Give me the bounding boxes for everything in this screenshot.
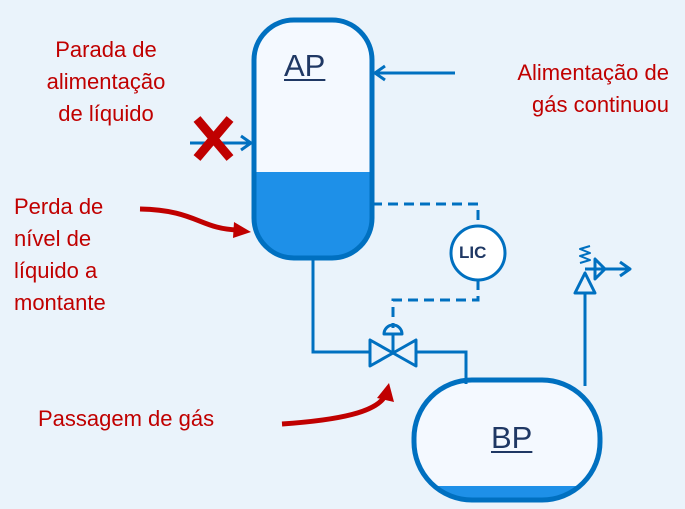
control-valve-icon: [368, 323, 418, 368]
liquid-feed-stop-label: Parada de alimentação de líquido: [46, 37, 166, 126]
gas-feed-arrow-icon: [372, 64, 455, 82]
liquid-outlet-pipe: [311, 258, 468, 384]
gas-blowby-arrow-icon: [281, 383, 394, 427]
gas-blowby-label: Passagem de gás: [38, 406, 215, 431]
signal-lines: [372, 202, 480, 328]
lic-controller: [449, 224, 507, 282]
ap-liquid-level: [254, 172, 372, 258]
lic-label: LIC: [459, 243, 487, 262]
ap-vessel: [251, 17, 375, 261]
level-loss-label: Perda de nível de líquido a montante: [14, 194, 106, 315]
stop-cross-icon: [193, 116, 234, 161]
bp-vessel-label: BP: [491, 420, 533, 455]
level-loss-arrow-icon: [139, 206, 251, 238]
bp-vessel: [411, 377, 603, 503]
ap-vessel-label: AP: [284, 48, 326, 83]
relief-valve-icon: [573, 245, 632, 295]
gas-feed-label: Alimentação de gás continuou: [517, 60, 669, 117]
